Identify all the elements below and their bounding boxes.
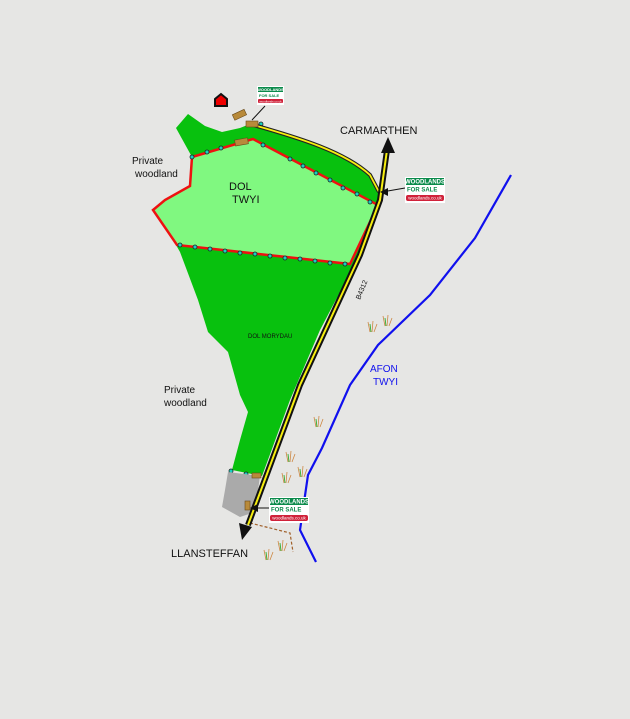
boundary-markers: [177, 121, 373, 477]
gate-icons: [231, 108, 262, 511]
pointer-arrow-icon: [380, 188, 388, 196]
label-road-b4312: B4312: [355, 279, 369, 300]
label-private-woodland: woodland: [163, 398, 207, 409]
label-dol-morydau: DOL MORYDAU: [248, 334, 292, 340]
sign-url: woodlands.co.uk: [408, 196, 442, 201]
for-sale-sign: WOODLANDS FOR SALE woodlands.co.uk: [257, 86, 284, 105]
dol-twyi-plot: [151, 137, 380, 266]
label-dol-twyi: TWYI: [232, 194, 260, 206]
sign-line1: WOODLANDS: [257, 87, 284, 92]
for-sale-sign: WOODLANDS FOR SALE woodlands.co.uk: [269, 497, 309, 523]
sign-url: woodlands.co.uk: [259, 99, 282, 103]
sign-line2: FOR SALE: [259, 93, 280, 98]
parking-area: [222, 472, 260, 517]
footpath: [249, 522, 294, 553]
sign-line1: WOODLANDS: [405, 180, 445, 186]
house-icon: [214, 92, 228, 107]
road-centre: [247, 149, 388, 526]
sign-line2: FOR SALE: [407, 188, 437, 194]
marsh-icons: [263, 314, 393, 561]
label-private-woodland: woodland: [134, 169, 178, 180]
pointer-arrow-icon: [250, 504, 258, 512]
sign-line2: FOR SALE: [271, 508, 301, 514]
label-dol-twyi: DOL: [229, 181, 252, 193]
label-llansteffan: LLANSTEFFAN: [171, 548, 248, 560]
sign-url: woodlands.co.uk: [272, 516, 306, 521]
for-sale-sign: WOODLANDS FOR SALE woodlands.co.uk: [405, 177, 445, 203]
label-private-woodland: Private: [164, 385, 196, 396]
label-carmarthen: CARMARTHEN: [340, 125, 417, 137]
arrow-carmarthen-icon: [381, 137, 395, 153]
access-track-fill: [249, 123, 380, 193]
label-private-woodland: Private: [132, 156, 164, 167]
arrow-llansteffan-icon: [239, 523, 252, 540]
label-afon-twyi: TWYI: [373, 377, 398, 388]
sign-line1: WOODLANDS: [269, 500, 309, 506]
label-afon-twyi: AFON: [370, 364, 398, 375]
